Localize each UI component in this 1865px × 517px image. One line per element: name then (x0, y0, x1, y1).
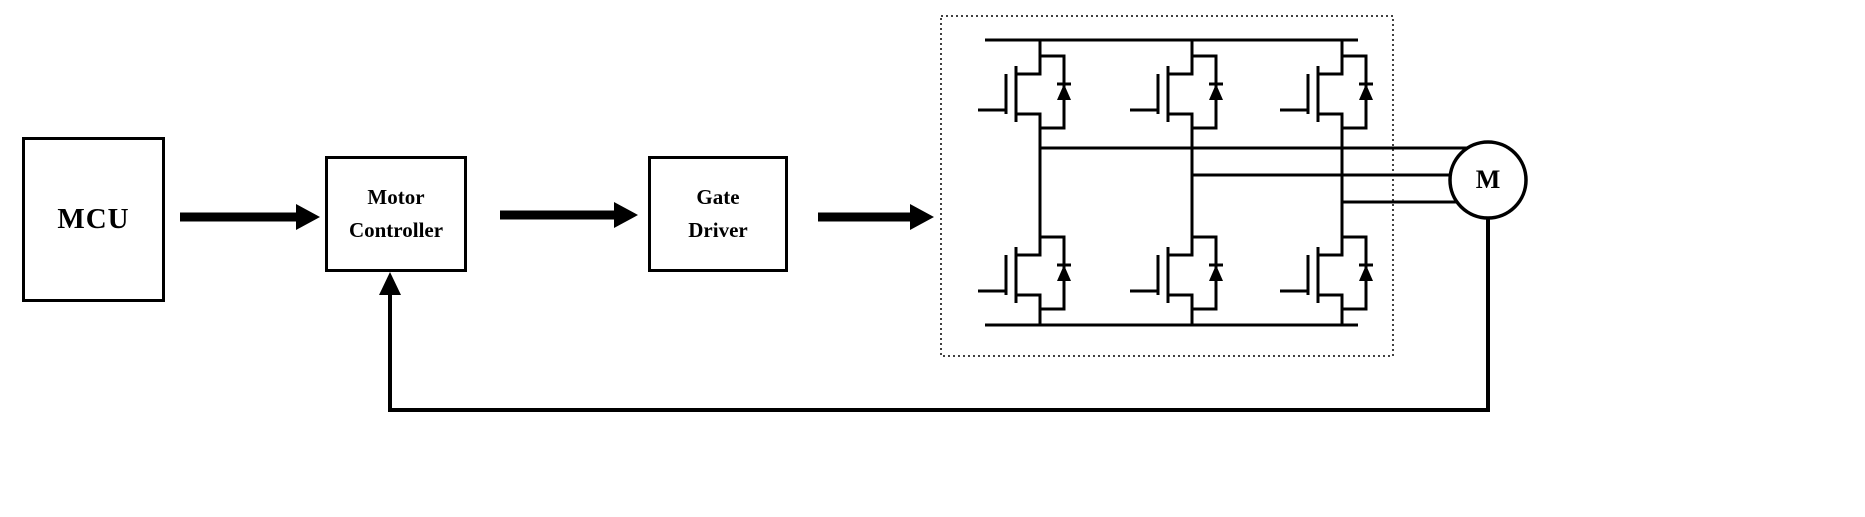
arrow-gatedriver-to-inverter (818, 204, 934, 230)
mosfet-icon (1278, 38, 1375, 146)
inverter-bridge (985, 38, 1470, 327)
mcu-block: MCU (22, 137, 165, 302)
mosfet-icon (976, 219, 1073, 327)
mcu-label: MCU (57, 203, 130, 235)
gate-driver-block: Gate Driver (648, 156, 788, 272)
arrow-controller-to-gatedriver (500, 202, 638, 228)
mosfet-icon (1128, 38, 1225, 146)
mosfet-icon (976, 38, 1073, 146)
motor-controller-label-line1: Motor (367, 185, 425, 210)
inverter-dotted-boundary (940, 15, 1394, 357)
motor-label: M (1475, 165, 1501, 194)
mosfet-icon (1128, 219, 1225, 327)
feedback-arrow (379, 218, 1490, 412)
gate-driver-label-line1: Gate (696, 185, 740, 210)
arrow-mcu-to-controller (180, 204, 320, 230)
gate-driver-label-line2: Driver (688, 218, 748, 242)
motor-controller-label-line2: Controller (348, 218, 444, 242)
motor-controller-block: Motor Controller (325, 156, 467, 272)
mosfet-icon (1278, 219, 1375, 327)
